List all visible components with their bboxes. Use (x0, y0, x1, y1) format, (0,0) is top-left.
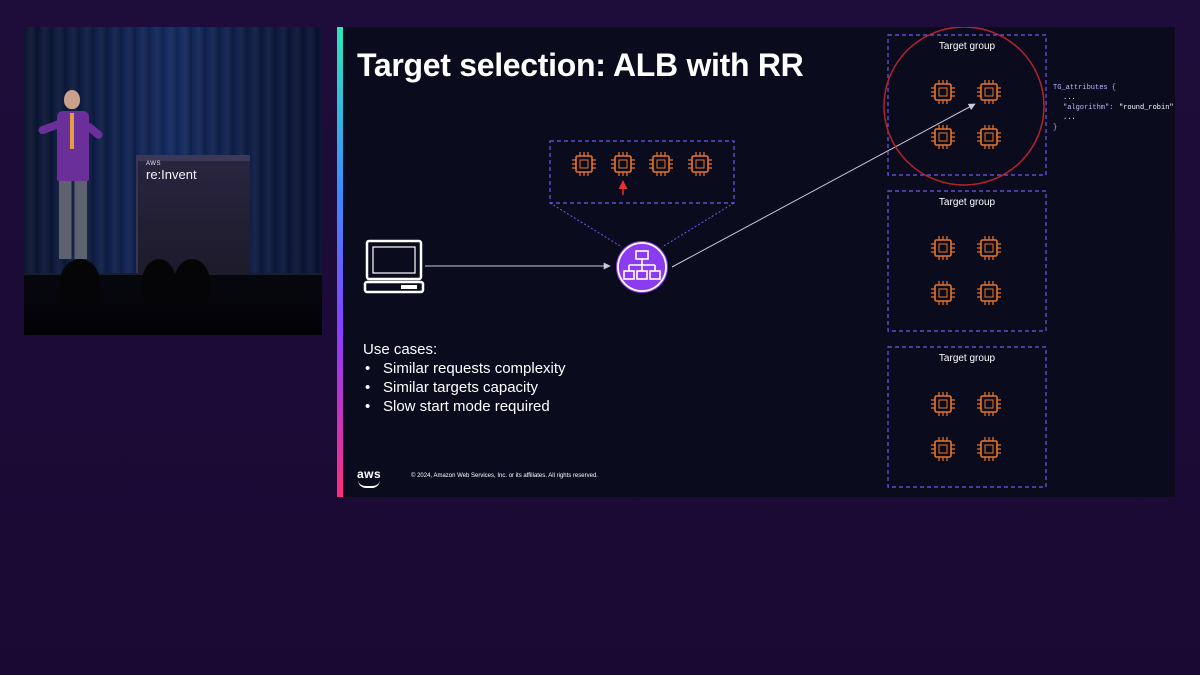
slide-title: Target selection: ALB with RR (357, 47, 804, 83)
chip-icon (976, 436, 1002, 462)
forward-arrow (671, 103, 976, 268)
chip-icon (687, 151, 713, 177)
chip-icon (930, 280, 956, 306)
chip-icon (930, 391, 956, 417)
client-laptop-icon (363, 239, 425, 294)
copyright-notice: © 2024, Amazon Web Services, Inc. or its… (411, 473, 598, 479)
chip-icon (976, 79, 1002, 105)
speaker-lanyard (70, 113, 74, 149)
chip-icon (930, 235, 956, 261)
target-group-label: Target group (939, 353, 996, 364)
chip-icon (610, 151, 636, 177)
aws-logo: aws (357, 467, 381, 488)
aws-smile-icon (358, 480, 380, 488)
audience-silhouette (174, 259, 210, 305)
chip-icon (930, 124, 956, 150)
code-line: } (1053, 124, 1057, 132)
code-line: TG_attributes { (1053, 84, 1116, 92)
presentation-slide: Target selection: ALB with RR (337, 27, 1175, 497)
target-group-label: Target group (939, 197, 996, 208)
chip-icon (648, 151, 674, 177)
podium: AWS re:Invent (136, 155, 250, 279)
load-balancer-icon (616, 241, 668, 293)
chip-icon (930, 436, 956, 462)
chip-icon (930, 79, 956, 105)
code-key: "algorithm": (1063, 104, 1113, 112)
alb-diagram: Target group Target group Target group (363, 27, 1174, 488)
speaker-head (64, 90, 80, 109)
audience-silhouette (142, 259, 176, 305)
speaker-legs (59, 179, 87, 259)
use-case-item: Slow start mode required (363, 397, 566, 416)
audience-silhouette (60, 259, 100, 305)
chip-icon (976, 235, 1002, 261)
code-line: ... (1063, 114, 1076, 122)
chip-icon (976, 280, 1002, 306)
chip-icon (571, 151, 597, 177)
use-cases-heading: Use cases: (363, 341, 438, 358)
target-group-2: Target group (887, 190, 1047, 332)
use-case-item: Similar targets capacity (363, 378, 566, 397)
speaker-video-feed: AWS re:Invent (24, 27, 322, 335)
use-cases-list: Similar requests complexity Similar targ… (363, 359, 566, 416)
use-case-item: Similar requests complexity (363, 359, 566, 378)
target-group-label: Target group (939, 41, 996, 52)
tg-attributes-code: TG_attributes { ... "algorithm": "round_… (1053, 84, 1174, 132)
podium-logo: re:Invent (146, 167, 197, 182)
alb-target-pool-box (549, 140, 735, 204)
chip-icon (976, 124, 1002, 150)
slide-accent-bar (337, 27, 343, 497)
code-value: "round_robin" (1119, 104, 1174, 112)
code-line: ... (1063, 94, 1076, 102)
podium-logo-small: AWS (146, 161, 161, 167)
chip-icon (976, 391, 1002, 417)
target-group-3: Target group (887, 346, 1047, 488)
target-group-1: Target group (887, 34, 1047, 176)
highlight-circle (883, 27, 1045, 186)
use-cases-section: Use cases: Similar requests complexity S… (363, 340, 566, 416)
